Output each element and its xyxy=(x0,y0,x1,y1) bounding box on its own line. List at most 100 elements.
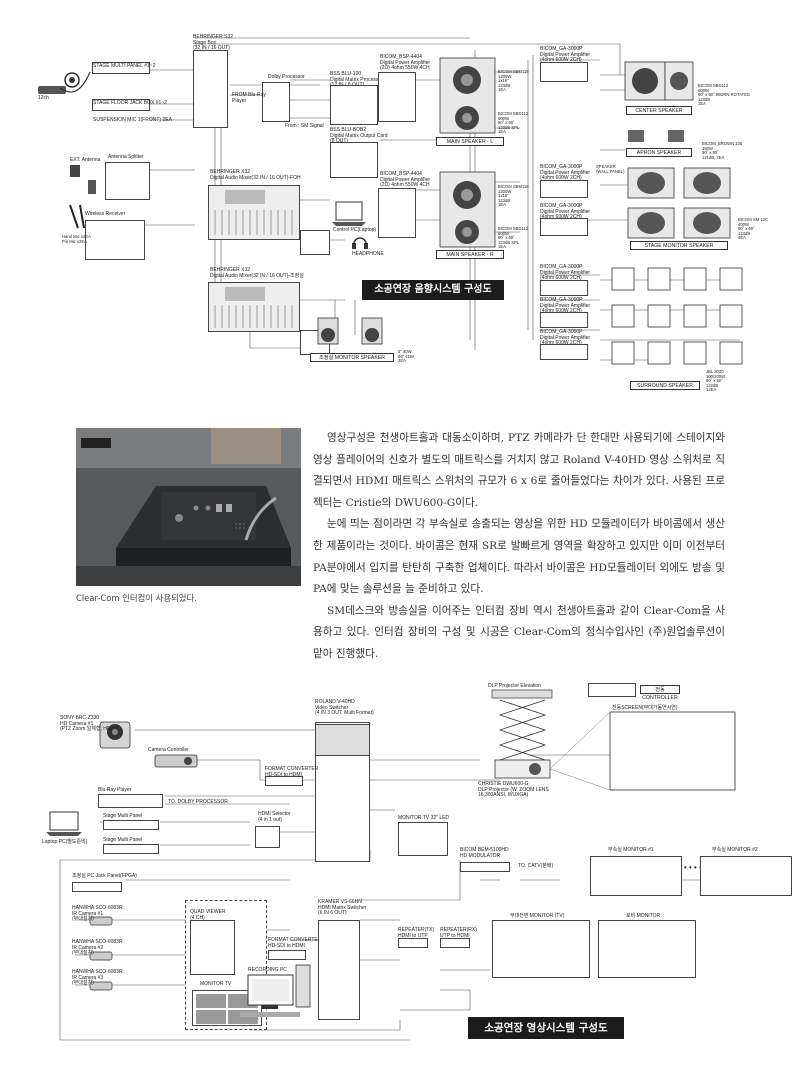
amp-main-l xyxy=(378,72,416,122)
monitor-tv xyxy=(398,822,448,856)
main-spec-1: BICOM SBM118 1200W 1x18" 123dB 1EA xyxy=(498,69,529,93)
projector-label: CHRISTIE DWU600-G DLP Projector (W. ZOOM… xyxy=(478,781,549,798)
video-diagram-banner: 소공연장 영상시스템 구성도 xyxy=(468,1017,624,1039)
suspension-mic-label: SUSPENSION MIC 1(FRONT) 2EA xyxy=(93,117,172,123)
jack-panel-label: 조정실 PC Jack Panel(FPGA) xyxy=(72,873,137,879)
monitor-tv2-label: MONITOR TV xyxy=(200,981,232,987)
multi-panel-1 xyxy=(103,820,159,830)
dolby-processor xyxy=(262,82,290,122)
stage-monitor-speakers xyxy=(627,167,731,239)
wireless-receiver-label: Wireless Receiver xyxy=(85,211,126,217)
lobby-monitor-label: 로비 MONITOR xyxy=(626,913,661,919)
ptz-camera-label: SONY BRC-Z330 HD Camera #1 (PTZ Zoom 일체형… xyxy=(60,715,113,732)
front-monitor-label: 무대전면 MONITOR (TV) xyxy=(510,913,565,919)
stage-floor-jack-label: STAGE FLOOR JACK BOX #1~2 xyxy=(93,100,167,106)
handmic-icon xyxy=(69,165,96,229)
processor2 xyxy=(330,142,378,178)
center-apron-speakers xyxy=(624,61,694,142)
surround-speakers xyxy=(611,267,743,365)
mixer-faders xyxy=(214,190,293,328)
mixer1-io xyxy=(300,230,330,255)
matrix-label: KRAMER VS-66HN HDMI Matrix Switcher (6 I… xyxy=(318,899,367,916)
processor2-label: BSS BLU-BOB2 Digital Matrix Output Card … xyxy=(330,127,388,144)
bluray-label-video: Blu-Ray Player xyxy=(98,787,132,793)
laptop-label: Laptop PC(별도준비) xyxy=(42,839,88,845)
quad-viewer-label: QUAD VIEWER (4 CH) xyxy=(190,909,226,921)
amp-ga-2-label: BICOM_GA-3000P Digital Power Amplifier (… xyxy=(540,164,591,181)
extender-rx xyxy=(440,938,470,948)
amp-ga-3 xyxy=(540,218,588,236)
article-body: 영상구성은 천생아트홀과 대동소이하며, PTZ 카메라가 단 한대만 사용되기… xyxy=(313,428,725,666)
antenna-splitter-label: Antenna Splitter xyxy=(108,154,144,160)
amp-main-r-label: BICOM_BSP-4404 Digital Power Amplifier (… xyxy=(380,171,431,188)
converter1 xyxy=(265,776,303,786)
handmic-label: Hand Mic x2EA Pin Mic x2EA xyxy=(62,234,91,244)
main-speaker-l-label: MAIN SPEAKER - L xyxy=(436,137,504,146)
amp-main-l-label: BICOM_BSP-4404 Digital Power Amplifier (… xyxy=(380,54,431,71)
processor1 xyxy=(330,85,378,125)
headphone-label: HEADPHONE xyxy=(352,251,384,257)
to-dolby-label: TO. DOLBY PROCESSOR xyxy=(168,799,228,805)
control-monitor-speakers xyxy=(317,317,383,345)
projector-control-box xyxy=(588,683,636,697)
amp-ga-6-label: BICOM_GA-3000P Digital Power Amplifier (… xyxy=(540,329,591,346)
jack-panel xyxy=(72,882,122,892)
hdmi-selector-label: HDMI Selector (4 in 1 out) xyxy=(258,811,291,823)
amp-ga-3-label: BICOM_GA-3000P Digital Power Amplifier (… xyxy=(540,203,591,220)
dolby-label: Dolby Processor xyxy=(268,74,305,80)
stage-multi-panel-label: STAGE MULTI PANEL #1~2 xyxy=(93,63,156,69)
main-speakers xyxy=(439,57,496,248)
control-monitor-label: 조정실 MONITOR SPEAKER xyxy=(310,353,394,362)
control-pc-label: Control PC(Laptop) xyxy=(333,227,377,233)
bluray-player xyxy=(98,794,163,808)
amp-ga-1 xyxy=(540,62,588,82)
front-monitor xyxy=(492,920,590,978)
surround-spec: JBL 3020 100/200W 90˚ x 60˚ 122dB 12EA xyxy=(706,369,726,393)
cable-length-label: 12ch xyxy=(38,95,49,101)
extender-tx xyxy=(398,938,428,948)
center-speaker-label: CENTER SPEAKER xyxy=(626,106,692,115)
aux-monitor-2 xyxy=(700,856,792,896)
apron-speaker-label: APRON SPEAKER xyxy=(626,148,692,157)
apron-spec: BICOM_BROWN 105 150W 90˚ x 90˚ 121dB, 2E… xyxy=(702,141,743,160)
projector-controller-label: 전동 CONTROLLER xyxy=(640,685,680,701)
ir-camera-3-label: HANWHA SCO-6083R IR Camera #3 (부대설치) xyxy=(72,969,123,986)
dlp-elevation-label: DLP Projector Elevation xyxy=(488,683,541,689)
control-monitor-spec: 5" 40W 56" 41W 2EA xyxy=(398,349,414,364)
converter2-label: FORMAT CONVERTER HD-SDI to HDMI xyxy=(268,937,322,949)
to-catv-label: TO. CATV(분배) xyxy=(518,863,554,869)
main-spec-2: BICOM SBD112 600W 90˚ x 60˚ 123dB SPL 1E… xyxy=(498,111,529,135)
main-spec-4: BICOM SBD112 600W 90˚ x 60˚ 123dB SPL 1E… xyxy=(498,226,529,250)
speaker-wall-label: SPEAKER (WALL PANEL) xyxy=(596,164,625,174)
amp-ga-2 xyxy=(540,180,588,198)
main-spec-3: BICOM SBM118 1200W 1x18" 123dB 1EA xyxy=(498,184,529,208)
mixer2-label: BEHRINGER X32 Digital Audio Mixer(32 IN … xyxy=(210,267,304,279)
converter2 xyxy=(268,950,306,960)
stagebox xyxy=(193,50,228,128)
stage-monitor-label: STAGE MONITOR SPEAKER xyxy=(630,241,728,250)
multi-panel-1-label: Stage Multi Panel xyxy=(103,813,143,819)
hd-modulator xyxy=(460,862,510,872)
aux-monitor-1 xyxy=(590,856,682,896)
switcher-label: ROLAND V-40HD Video Switcher (4 IN 3 OUT… xyxy=(315,699,374,716)
from-sm-label: From : SM Signal xyxy=(285,123,324,129)
stage-monitor-spec: BICOM SM 12C 400W 90˚ x 60˚ 124dB 4EA xyxy=(738,217,769,241)
intercom-photo xyxy=(76,428,301,586)
ir-camera-2-label: HANWHA SCO-6083R IR Camera #2 (부대설치) xyxy=(72,939,123,956)
bluray-label: FROM Blu-Ray Player xyxy=(232,92,266,104)
cable-reel-icon xyxy=(38,71,91,94)
hdmi-selector xyxy=(255,826,280,848)
hdmi-matrix xyxy=(318,920,360,1020)
switcher-panel xyxy=(315,724,370,756)
multi-panel-2 xyxy=(103,844,159,854)
lobby-monitor xyxy=(598,920,696,978)
amp-ga-5 xyxy=(540,312,588,328)
laptop-icon xyxy=(332,201,368,249)
article-paragraph-3: SM데스크와 방송실을 이어주는 인터컴 장비 역시 천생아트홀과 같이 Cle… xyxy=(313,604,725,660)
surround-label: SURROUND SPEAKER xyxy=(630,381,700,390)
